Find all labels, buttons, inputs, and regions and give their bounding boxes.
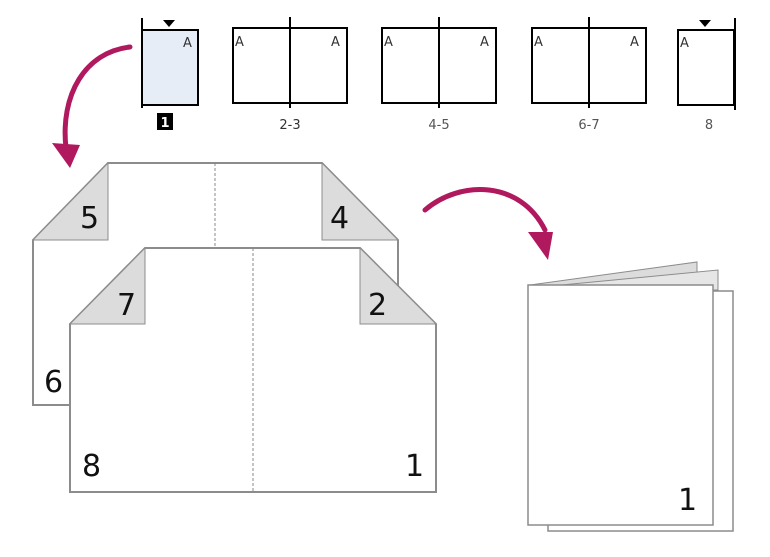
fold-corner bbox=[31, 161, 109, 241]
svg-text:A: A bbox=[680, 36, 689, 51]
spine-marker-icon bbox=[699, 20, 711, 27]
svg-text:8: 8 bbox=[82, 449, 101, 484]
thumbnail-page-1[interactable]: A 1 bbox=[141, 18, 199, 131]
thumbnail-spread-4-5[interactable]: A A 4-5 bbox=[381, 17, 497, 133]
svg-text:A: A bbox=[384, 35, 393, 50]
thumbnail-spread-2-3[interactable]: A A 2-3 bbox=[232, 17, 348, 133]
svg-text:A: A bbox=[480, 35, 489, 50]
svg-text:2: 2 bbox=[368, 288, 387, 323]
svg-text:6: 6 bbox=[44, 365, 63, 400]
curved-arrow-icon bbox=[52, 44, 133, 168]
thumbnail-page-8[interactable]: A 8 bbox=[677, 18, 736, 133]
front-sheet: 7 2 8 1 bbox=[68, 246, 438, 493]
svg-text:4-5: 4-5 bbox=[428, 118, 449, 133]
svg-text:6-7: 6-7 bbox=[578, 118, 599, 133]
svg-text:A: A bbox=[235, 35, 244, 50]
svg-text:A: A bbox=[630, 35, 639, 50]
svg-text:A: A bbox=[183, 36, 192, 51]
thumbnail-spread-6-7[interactable]: A A 6-7 bbox=[531, 17, 647, 133]
svg-text:1: 1 bbox=[405, 449, 424, 484]
svg-text:1: 1 bbox=[160, 116, 169, 131]
svg-text:1: 1 bbox=[678, 483, 697, 518]
spine-marker-icon bbox=[163, 20, 175, 27]
folded-booklet: 1 bbox=[527, 261, 734, 532]
svg-text:7: 7 bbox=[117, 288, 136, 323]
fold-corner bbox=[68, 246, 146, 325]
svg-text:2-3: 2-3 bbox=[279, 118, 300, 133]
fold-corner bbox=[321, 161, 400, 241]
svg-text:4: 4 bbox=[330, 201, 349, 236]
svg-text:5: 5 bbox=[80, 201, 99, 236]
svg-text:A: A bbox=[534, 35, 543, 50]
curved-arrow-icon bbox=[422, 187, 553, 260]
svg-text:A: A bbox=[331, 35, 340, 50]
fold-corner bbox=[359, 246, 438, 325]
svg-text:8: 8 bbox=[705, 118, 713, 133]
